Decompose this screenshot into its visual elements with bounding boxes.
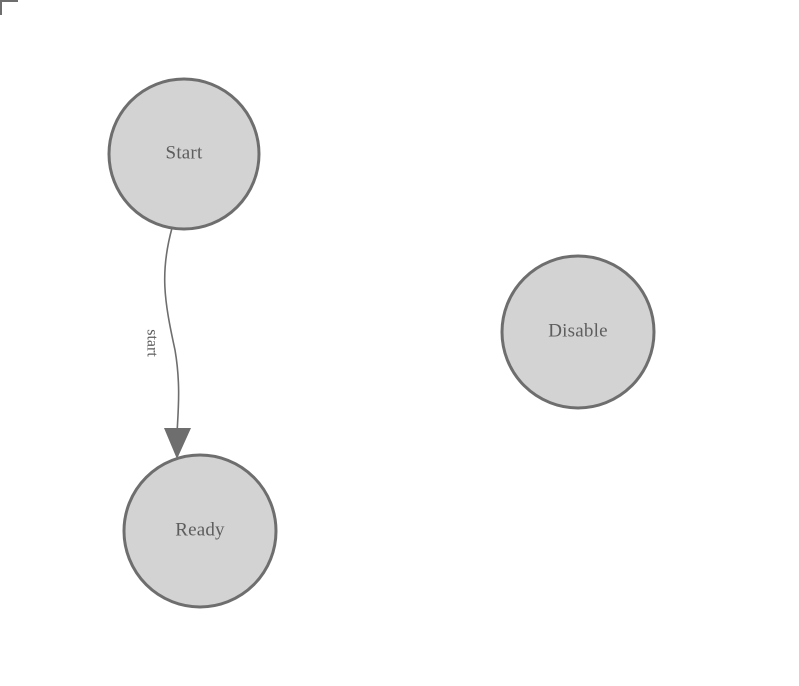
edge-label-start: start <box>143 329 160 357</box>
corner-bracket-icon <box>0 0 18 15</box>
edge-path <box>163 227 180 435</box>
state-node-start[interactable]: Start <box>107 77 261 231</box>
state-circle[interactable] <box>107 77 261 231</box>
arrowhead-icon <box>164 428 191 459</box>
state-label-ready: Ready <box>175 519 225 540</box>
state-label-disable: Disable <box>548 320 607 341</box>
canvas-corner-marker <box>0 0 18 15</box>
state-circle[interactable] <box>500 254 656 410</box>
edge-start-to-ready[interactable]: start <box>143 227 191 459</box>
state-label-start: Start <box>166 142 203 163</box>
state-circle[interactable] <box>122 453 278 609</box>
state-node-ready[interactable]: Ready <box>122 453 278 609</box>
state-node-disable[interactable]: Disable <box>500 254 656 410</box>
